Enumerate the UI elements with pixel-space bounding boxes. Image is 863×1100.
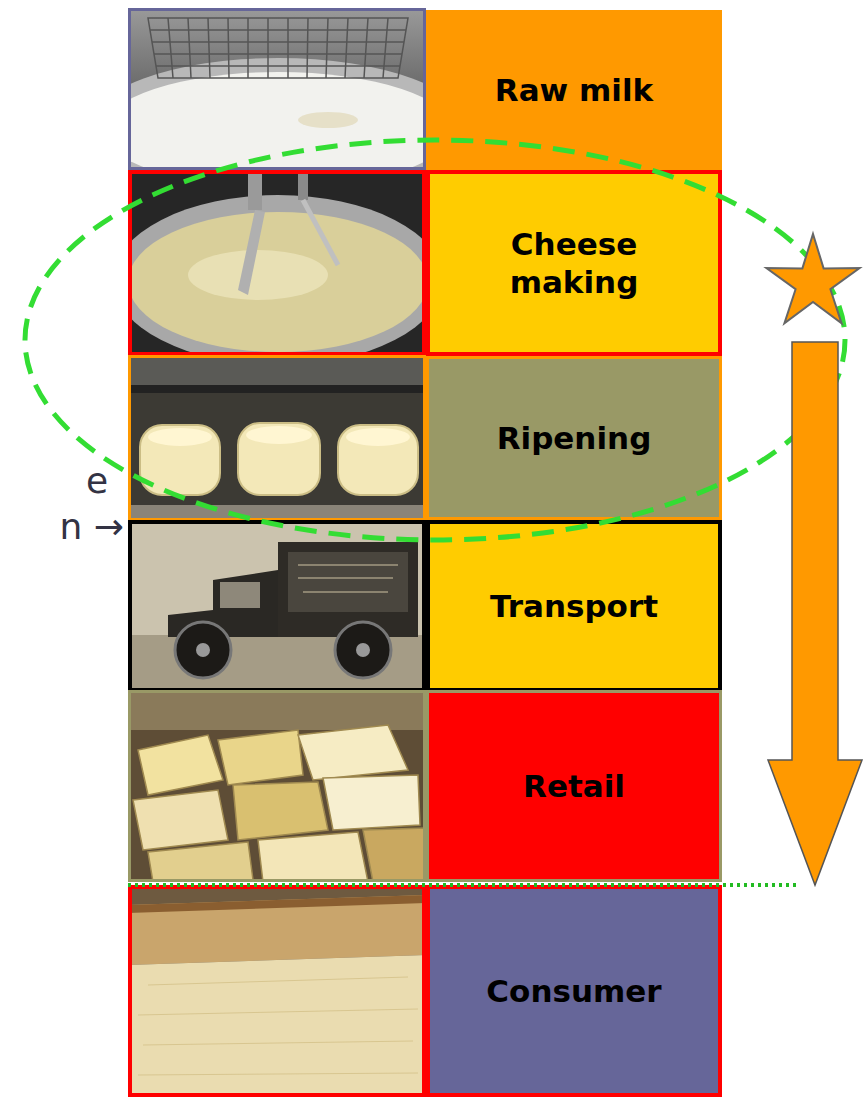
stage-label: Transport — [490, 587, 658, 625]
cheese-vat-photo — [113, 170, 443, 365]
stage-label: Consumer — [486, 972, 661, 1010]
stage-label: Cheese making — [456, 225, 692, 301]
flow-arrow — [768, 342, 862, 885]
transport-photo — [128, 520, 426, 692]
stage-label-box: Transport — [426, 520, 722, 692]
stage-label-box: Ripening — [426, 356, 722, 520]
raw-milk-photo — [88, 8, 468, 198]
ripening-photo — [128, 355, 426, 521]
cut-off-text: e — [86, 460, 108, 502]
stage-label: Ripening — [497, 419, 652, 457]
cut-off-text: n → — [60, 506, 124, 548]
stage-label-box: Retail — [426, 690, 722, 882]
start-star — [766, 234, 859, 323]
stage-group-ellipse — [25, 140, 845, 540]
consumer-divider — [128, 883, 800, 887]
stage-label: Retail — [523, 767, 625, 805]
stage-label-box: Consumer — [426, 885, 722, 1097]
stage-label: Raw milk — [495, 71, 653, 109]
retail-photo — [128, 690, 426, 882]
consumer-photo — [128, 885, 426, 1097]
stage-label-box: Cheese making — [426, 170, 722, 356]
stage-label-box: Raw milk — [426, 10, 722, 170]
